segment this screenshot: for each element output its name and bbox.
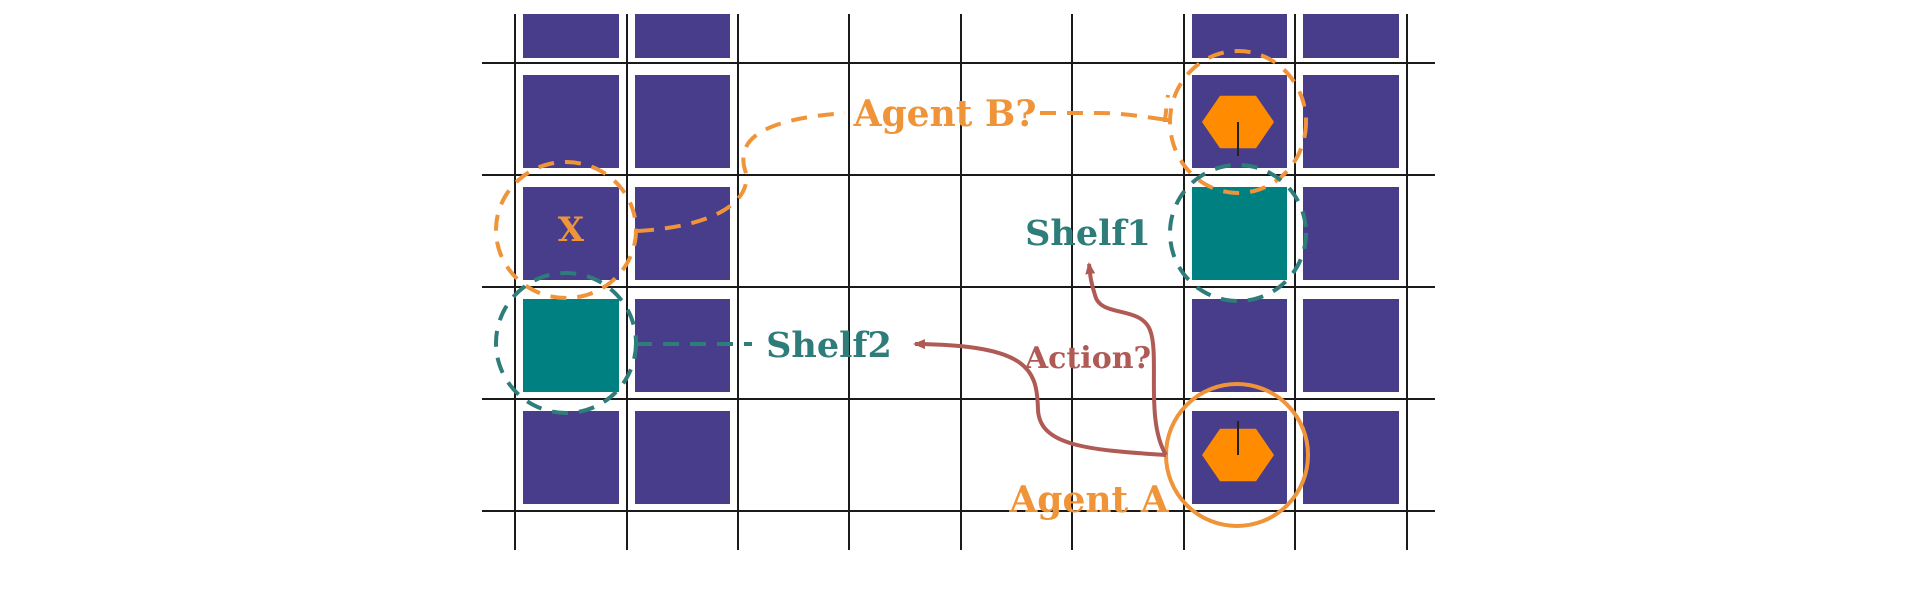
agent-b-label-to-agent-dashed-connector [1040, 94, 1173, 122]
shelf-cell [635, 411, 730, 504]
agent-b-to-x-dashed-connector [637, 111, 846, 233]
shelf-cell [1303, 14, 1399, 58]
target-x-dashed-circle [494, 160, 638, 300]
action-label: Action? [1024, 341, 1151, 376]
shelf1-dashed-circle [1168, 163, 1308, 303]
agent-a-label: Agent A [1008, 479, 1169, 521]
teal-shelf-cell [523, 299, 619, 392]
shelf-cell [635, 14, 730, 58]
shelf-cell [635, 187, 730, 280]
teal-shelf-cell [1192, 187, 1287, 280]
grid-lines [482, 14, 1435, 550]
shelf-cell [1303, 299, 1399, 392]
shelf-cell [523, 14, 619, 58]
agent-b-dashed-circle [1168, 49, 1308, 195]
shelf-cell [523, 75, 619, 168]
agent-b-label: Agent B? [853, 93, 1037, 135]
shelf-cell [635, 75, 730, 168]
action-arrow-to-shelf1 [1085, 262, 1168, 457]
action-arrow-to-shelf2 [913, 339, 1167, 457]
agents [1202, 95, 1274, 482]
target-x-label: X [558, 210, 585, 250]
shelf2-label: Shelf2 [766, 325, 892, 366]
shelf-cell [1192, 299, 1287, 392]
agent-a-hexagon-agent-icon [1202, 421, 1274, 482]
shelf-cell [1303, 411, 1399, 504]
shelf1-label: Shelf1 [1025, 213, 1151, 254]
agent-b-hexagon-agent-icon [1202, 95, 1274, 156]
shelf-cell [523, 187, 619, 280]
shelf-cell [1303, 75, 1399, 168]
shelf-cell [523, 411, 619, 504]
shelf-cell [1303, 187, 1399, 280]
shelf-cells [523, 14, 1399, 504]
